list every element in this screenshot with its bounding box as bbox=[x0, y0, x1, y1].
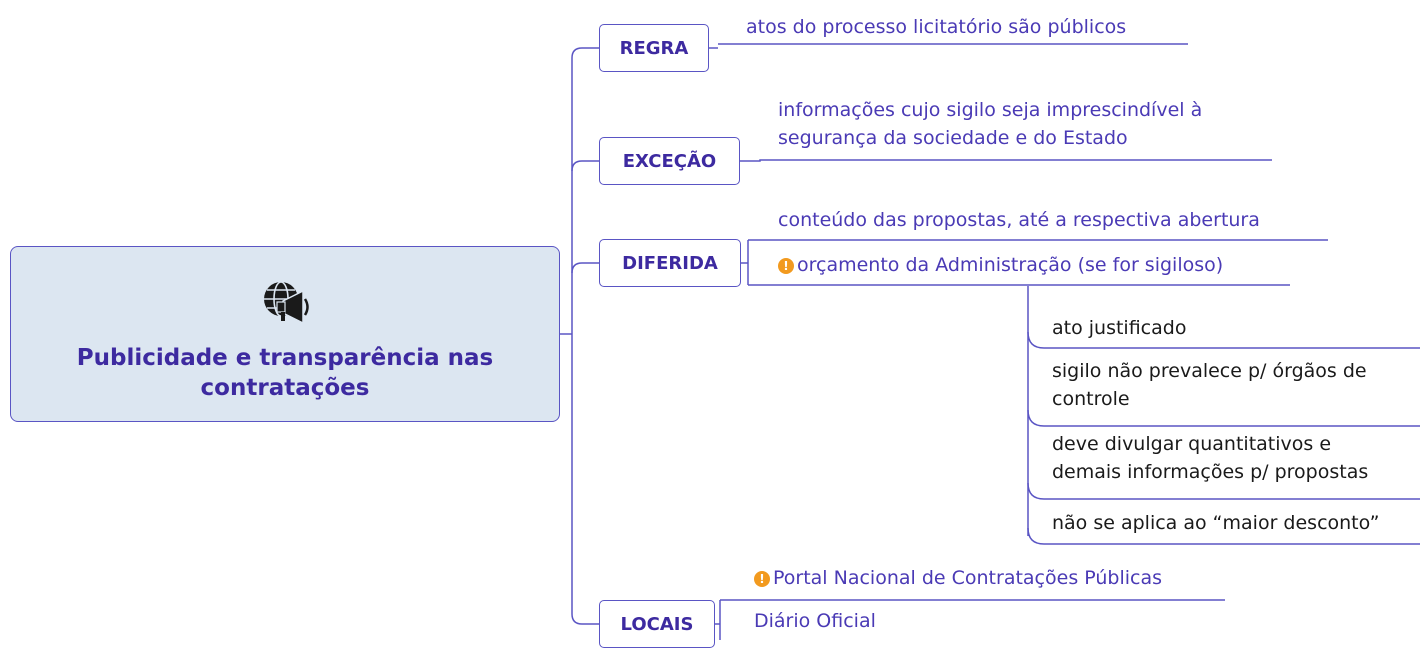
branch-locais[interactable]: LOCAIS bbox=[599, 600, 715, 648]
leaf-excecao-line2: segurança da sociedade e do Estado bbox=[778, 127, 1128, 149]
subleaf-divulgar-line2: demais informações p/ propostas bbox=[1052, 461, 1369, 483]
leaf-excecao-line1: informações cujo sigilo seja imprescindí… bbox=[778, 99, 1203, 121]
leaf-diferida-conteudo-propostas[interactable]: conteúdo das propostas, até a respectiva… bbox=[778, 209, 1260, 231]
branch-regra-label: REGRA bbox=[619, 37, 689, 59]
subleaf-divulgar-quantitativos[interactable]: deve divulgar quantitativos e demais inf… bbox=[1052, 430, 1368, 486]
leaf-locais-portal-label: Portal Nacional de Contratações Públicas bbox=[773, 567, 1163, 589]
central-topic[interactable]: Publicidade e transparência nas contrata… bbox=[10, 246, 560, 422]
central-topic-title: Publicidade e transparência nas contrata… bbox=[31, 343, 539, 403]
subleaf-sigilo-orgaos-controle[interactable]: sigilo não prevalece p/ órgãos de contro… bbox=[1052, 357, 1367, 413]
subleaf-ato-justificado[interactable]: ato justificado bbox=[1052, 317, 1187, 339]
leaf-diferida-orcamento[interactable]: !orçamento da Administração (se for sigi… bbox=[778, 251, 1223, 279]
branch-regra[interactable]: REGRA bbox=[599, 24, 709, 72]
branch-excecao-label: EXCEÇÃO bbox=[622, 150, 717, 172]
leaf-regra-atos-publicos[interactable]: atos do processo licitatório são público… bbox=[746, 16, 1127, 38]
subleaf-sigilo-line1: sigilo não prevalece p/ órgãos de bbox=[1052, 360, 1367, 382]
warning-icon: ! bbox=[754, 571, 770, 587]
branch-locais-label: LOCAIS bbox=[620, 613, 694, 635]
branch-diferida[interactable]: DIFERIDA bbox=[599, 239, 741, 287]
subleaf-sigilo-line2: controle bbox=[1052, 388, 1130, 410]
leaf-diferida-orcamento-label: orçamento da Administração (se for sigil… bbox=[797, 254, 1224, 276]
branch-excecao[interactable]: EXCEÇÃO bbox=[599, 137, 740, 185]
leaf-locais-diario-oficial[interactable]: Diário Oficial bbox=[754, 610, 876, 632]
subleaf-divulgar-line1: deve divulgar quantitativos e bbox=[1052, 433, 1332, 455]
leaf-excecao-informacoes-sigilo[interactable]: informações cujo sigilo seja imprescindí… bbox=[778, 96, 1202, 152]
subleaf-maior-desconto[interactable]: não se aplica ao “maior desconto” bbox=[1052, 512, 1380, 534]
branch-diferida-label: DIFERIDA bbox=[622, 252, 718, 274]
central-topic-title-line2: contratações bbox=[200, 375, 370, 401]
leaf-locais-portal-nacional[interactable]: !Portal Nacional de Contratações Pública… bbox=[754, 564, 1162, 592]
globe-megaphone-icon bbox=[264, 281, 309, 325]
warning-icon: ! bbox=[778, 258, 794, 274]
central-topic-title-line1: Publicidade e transparência nas bbox=[76, 345, 494, 371]
